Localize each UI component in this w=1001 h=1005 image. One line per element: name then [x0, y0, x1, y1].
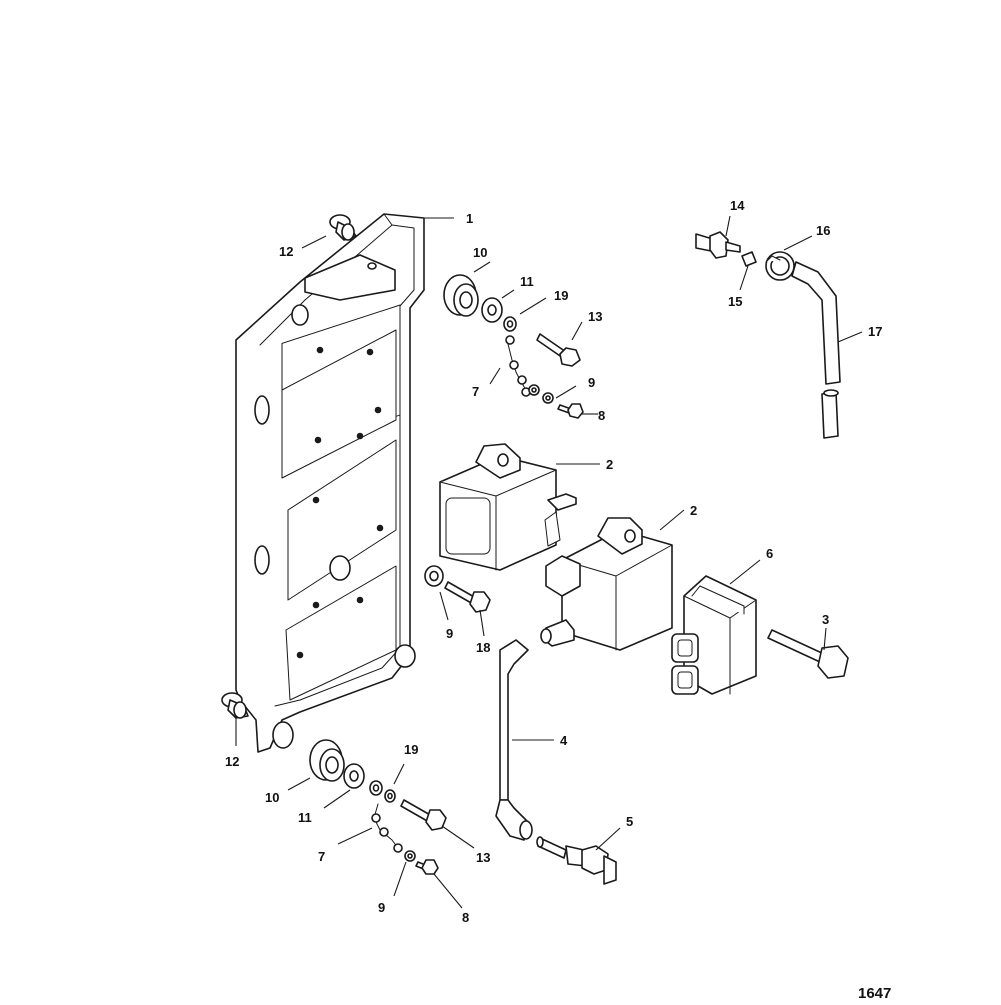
callout-4: 4: [560, 733, 568, 748]
washer-bottom: [343, 763, 365, 789]
callout-8-bottom: 8: [462, 910, 469, 925]
washer-top-small: [528, 384, 554, 404]
callout-18: 18: [476, 640, 490, 655]
callout-6: 6: [766, 546, 773, 561]
callout-9-middle: 9: [446, 626, 453, 641]
mounting-plate: [235, 213, 425, 753]
leader-lines: [235, 215, 863, 909]
ignition-coil-upper: [439, 443, 577, 571]
fitting: [695, 231, 741, 259]
callout-17: 17: [868, 324, 882, 339]
rubber-mount-bottom: [309, 739, 345, 782]
callout-5: 5: [626, 814, 633, 829]
filter-fitting: [741, 251, 757, 267]
spark-plug: [536, 836, 617, 885]
callout-9-top: 9: [588, 375, 595, 390]
callout-19-top: 19: [554, 288, 568, 303]
electronic-module: [671, 575, 757, 695]
callout-7-top: 7: [472, 384, 479, 399]
lockwasher-bottom: [369, 780, 396, 803]
ground-wire-bottom: [371, 803, 403, 853]
callout-2-upper: 2: [606, 457, 613, 472]
bolt-bottom: [400, 799, 447, 831]
ignition-coil-lower: [540, 517, 673, 651]
callout-11-bottom: 11: [298, 810, 312, 825]
callout-12-top: 12: [279, 244, 293, 259]
screw-top: [557, 403, 584, 419]
callout-11-top: 11: [520, 274, 534, 289]
bolt-top: [536, 333, 581, 367]
rubber-mount-top: [443, 274, 479, 317]
callout-13-bottom: 13: [476, 850, 490, 865]
callout-7-bottom: 7: [318, 849, 325, 864]
hose-clamp: [765, 251, 795, 281]
washer-top: [481, 297, 503, 323]
callout-10-top: 10: [473, 245, 487, 260]
washer-bottom-small: [404, 850, 416, 862]
figure-number: 1647: [858, 985, 891, 1000]
bolt-middle: [444, 581, 491, 613]
callout-13-top: 13: [588, 309, 602, 324]
washer-middle: [424, 565, 444, 587]
callout-2-lower: 2: [690, 503, 697, 518]
lockwasher-top: [503, 316, 517, 332]
callout-15: 15: [728, 294, 742, 309]
callout-9-bottom: 9: [378, 900, 385, 915]
grommet-top: [329, 214, 357, 241]
callout-3: 3: [822, 612, 829, 627]
hose: [791, 261, 841, 439]
ground-wire-top: [505, 335, 531, 397]
screw-bottom: [415, 859, 439, 875]
spark-plug-lead: [495, 639, 533, 841]
callout-12-bottom: 12: [225, 754, 239, 769]
bolt-module: [767, 629, 849, 679]
callout-8-top: 8: [598, 408, 605, 423]
callout-16: 16: [816, 223, 830, 238]
callout-10-bottom: 10: [265, 790, 279, 805]
grommet-bottom: [221, 692, 249, 719]
callout-1: 1: [466, 211, 473, 226]
callout-14: 14: [730, 198, 745, 213]
callout-19-bottom: 19: [404, 742, 418, 757]
callout-labels: 1 10 11 19 13 12 7 9 8 2 2 6 3 4 5 9 18 …: [225, 198, 882, 925]
